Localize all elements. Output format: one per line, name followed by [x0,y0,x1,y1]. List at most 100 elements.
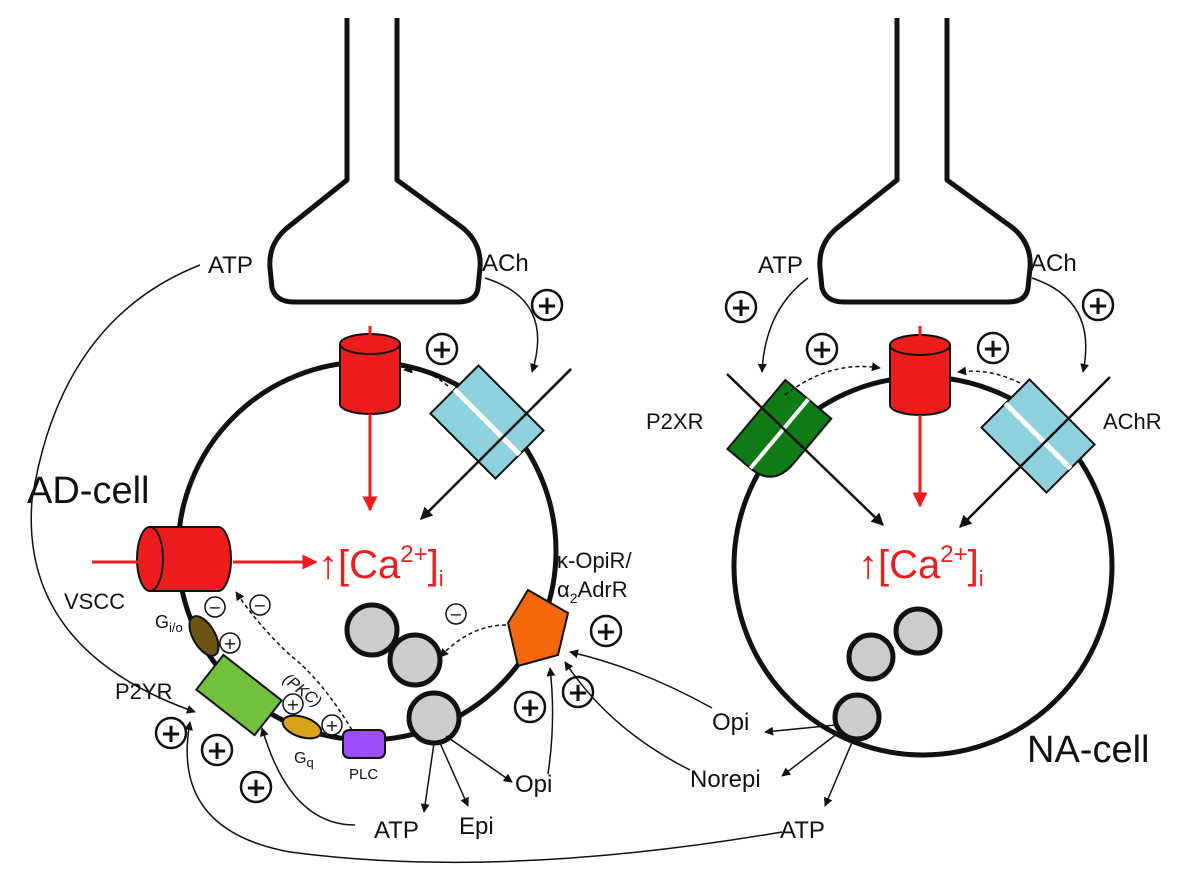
neural-atp-arrow [30,264,201,714]
svg-text:−: − [449,605,462,624]
ad-vesicle-2 [387,632,443,688]
plc-label: PLC [349,766,378,783]
svg-text:+: + [223,634,236,653]
vscc-label: VSCC [64,589,125,614]
na-cell: NA-cell ATP ACh P2XR AChR Opi Norepi ATP… [564,18,1162,844]
na-atp-release-label: ATP [780,817,825,844]
na-release-atp-arrow [824,739,854,807]
svg-text:+: + [160,719,182,749]
p2y-receptor [194,653,284,737]
ad-ach-arrow [484,277,539,373]
na-release-norepi-arrow [781,732,839,777]
svg-text:−: − [208,598,221,617]
ad-atp-release-label: ATP [374,817,419,844]
ad-plus-p2yr-local: + [239,770,273,804]
norepi-label: Norepi [690,766,761,793]
ad-ach-label: ACh [482,250,529,277]
gq-protein [281,714,323,740]
vscc-channel [92,526,318,592]
na-plus-atp: + [724,290,758,324]
opioid-adrenergic-receptor [506,588,570,668]
svg-text:+: + [1087,291,1109,321]
ad-opi-label: Opi [515,771,552,798]
na-atp-label: ATP [758,252,803,279]
ad-plus-facilitation: + [425,332,459,366]
na-norepi-to-opir-arrow [564,661,691,771]
na-opi-label: Opi [712,709,749,736]
na-vesicle-2 [846,632,896,682]
svg-text:+: + [536,291,558,321]
opir-label-line2: α2AdrR [557,577,628,606]
svg-text:−: − [253,596,266,615]
ad-calcium-label: ↑[Ca2+]i [318,541,444,591]
ad-top-ca-channel [339,326,401,512]
ad-release-epi-arrow [439,742,469,807]
svg-text:+: + [325,716,338,735]
na-achr-line [959,376,1111,528]
na-cell-label: NA-cell [1027,729,1149,771]
p2yr-label: P2YR [115,679,172,704]
na-atp-arrow [757,277,809,373]
ad-vesicle-1 [344,602,400,658]
achr-label: AChR [1103,409,1162,434]
plc-enzyme [342,729,386,759]
ad-cell: AD-cell ATP ACh VSCC Gi/o P2YR Gq PLC (P… [27,18,783,864]
epi-label: Epi [459,813,494,840]
ad-minus-vscc: − [204,596,226,618]
na-vesicle-3 [832,692,882,742]
ad-plus-opi: + [513,690,547,724]
opi-autocrine-arrow [546,667,556,775]
ad-nicotinic-receptor [429,364,545,480]
na-opi-to-opir-arrow [569,649,713,709]
na-release-opi-arrow [764,724,837,736]
svg-text:+: + [286,695,299,714]
ad-vesicle-3 [406,690,462,746]
pkc-inhibition-arrow [235,591,353,731]
ad-plus-p2yr-neural: + [154,716,188,750]
svg-text:+: + [730,293,752,323]
ad-minus-pkc: − [249,594,271,616]
svg-text:+: + [245,773,267,803]
ad-nerve-terminal [267,18,483,305]
gq-label: Gq [294,750,314,770]
na-vesicle-1 [893,606,943,656]
svg-text:+: + [811,335,833,365]
na-facilitation-arrow-left [784,362,881,396]
svg-text:+: + [206,736,228,766]
na-nicotinic-receptor [980,378,1096,494]
ad-facilitation-arrow [403,364,449,387]
svg-text:+: + [982,334,1004,364]
na-calcium-label: ↑[Ca2+]i [858,541,984,591]
opir-label-line1: κ-OpiR/ [557,548,632,573]
ad-plus-gio: + [219,632,241,654]
svg-text:+: + [519,693,541,723]
gio-label: Gi/o [155,612,183,635]
na-top-ca-channel [889,326,951,508]
ad-minus-vesicle: − [445,603,467,625]
ad-plus-gq: + [282,693,304,715]
p2xr-label: P2XR [646,409,703,434]
ad-release-atp-arrow [420,742,435,813]
na-ach-arrow [1031,277,1090,373]
local-atp-arrow [259,727,356,826]
na-nerve-terminal [817,18,1033,305]
ad-plus-ach: + [530,288,564,322]
na-ach-label: ACh [1030,250,1077,277]
svg-text:+: + [567,678,589,708]
na-atp-to-p2yr-arrow [184,721,783,864]
na-plus-facilitation-left: + [805,332,839,366]
ad-plus-opir: + [589,614,623,648]
opir-inhibition-arrow [439,624,507,658]
na-facilitation-arrow-right [957,366,1021,384]
p2x-receptor [726,378,833,478]
ad-release-opi-arrow [445,735,513,783]
svg-text:+: + [595,617,617,647]
ad-cell-label: AD-cell [27,470,149,512]
ad-plus-p2yr-na: + [200,733,234,767]
na-plus-facilitation-right: + [976,331,1010,365]
na-plus-ach: + [1081,288,1115,322]
p2xr-line [726,373,884,526]
ad-atp-label: ATP [208,252,253,279]
svg-text:+: + [431,335,453,365]
